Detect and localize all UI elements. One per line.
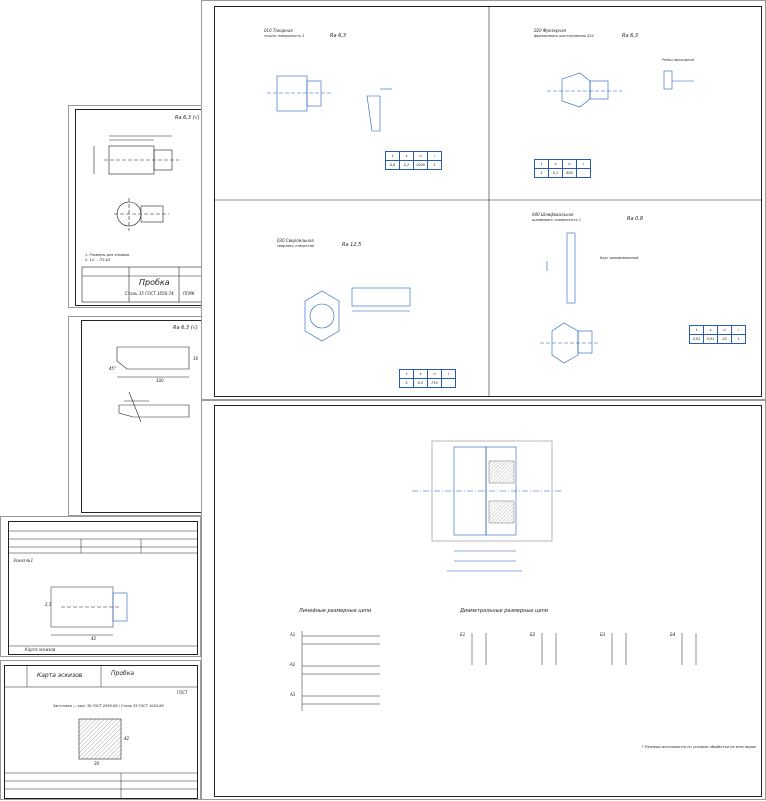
- part-drawing-sheet: Ra 6,3 (√) 1. Размеры для справки 2. 14 …: [68, 105, 211, 308]
- part-note-2: 2. 14 ... IT14/2: [85, 258, 111, 262]
- tool-angle: 45°: [109, 366, 117, 371]
- op1-tolerance: Ra 6,3: [330, 33, 347, 39]
- op1-title: 010 Токарная: [264, 28, 293, 33]
- part-roughness-label: Ra 6,3 (√): [175, 115, 200, 121]
- op2-title: 020 Фрезерная: [534, 28, 566, 33]
- route-op-label: Эскиз №1: [13, 558, 34, 563]
- operations-grid-svg: [214, 6, 762, 397]
- diametral-item-2: Б2: [530, 632, 536, 637]
- diametral-item-3: Б3: [600, 632, 606, 637]
- route-dim-length: 42: [91, 636, 97, 641]
- dim-chains-frame: [214, 405, 762, 797]
- route-card-sheet: Эскиз №1 42 2,5 Карта эскизов: [0, 516, 201, 657]
- blank-card-svg: [4, 665, 198, 799]
- linear-row-3: A3: [290, 692, 296, 697]
- route-card-frame: [8, 521, 198, 655]
- op3-tolerance: Ra 12,5: [342, 242, 362, 248]
- blank-dim-bottom: 30: [94, 761, 100, 766]
- part-note-1: 1. Размеры для справки: [85, 253, 130, 257]
- diametral-item-1: Б1: [460, 632, 466, 637]
- blank-card-doc-code: ГОСТ: [177, 690, 188, 695]
- linear-row-1: A1: [290, 632, 296, 637]
- tool-sheet: Ra 6,3 (√) 100 16 45°: [68, 316, 211, 516]
- tool-dim-h: 16: [193, 356, 199, 361]
- blank-dim-side: 42: [124, 736, 130, 741]
- diametral-chains-title: Диаметральные размерные цепи: [460, 608, 549, 614]
- linear-chains-title: Линейные размерные цепи: [299, 608, 372, 614]
- op4-tolerance: Ra 0,8: [627, 216, 644, 222]
- blank-card-sheet: Карта эскизов Пробка ГОСТ Заготовка — кр…: [0, 660, 201, 800]
- op4-grind-note: Круг шлифовальный: [600, 256, 639, 260]
- op4-title: 040 Шлифовальная: [532, 212, 574, 217]
- dim-chains-svg: [301, 440, 697, 711]
- operations-frame: [214, 6, 762, 397]
- op2-tolerance: Ra 6,3: [622, 33, 639, 39]
- op4-subtitle: шлифовать поверхность 1: [532, 218, 582, 222]
- tool-drawing-svg: [116, 346, 190, 423]
- dim-chains-footnote: * Размеры исполняются по условию обработ…: [642, 745, 756, 749]
- diametral-item-4: Б4: [670, 632, 676, 637]
- part-stamp-code: ПГМК: [183, 291, 195, 296]
- op3-title: 030 Сверлильная: [277, 238, 314, 243]
- tool-roughness-label: Ra 6,3 (√): [173, 325, 198, 331]
- tool-dim-len: 100: [156, 378, 164, 383]
- op2-subtitle: фрезеровать шестигранник S24: [534, 34, 594, 38]
- dim-chains-sheet: Линейные размерные цепи Диаметральные ра…: [201, 400, 766, 800]
- blank-card-title: Карта эскизов: [37, 672, 83, 679]
- operations-sheet: 010 Токарная точить поверхность 1 Ra 6,3…: [201, 0, 766, 400]
- blank-card-part: Пробка: [111, 670, 134, 677]
- blank-card-note: Заготовка — круг 30 ГОСТ 2590-88 / Сталь…: [53, 704, 164, 708]
- linear-row-2: A2: [290, 662, 296, 667]
- part-stamp-material: Сталь 35 ГОСТ 1050-74: [125, 291, 174, 296]
- route-footer: Карта эскизов: [25, 647, 56, 652]
- op1-subtitle: точить поверхность 1: [264, 34, 305, 38]
- op3-subtitle: сверлить отверстие: [277, 244, 315, 248]
- route-dim-small: 2,5: [45, 602, 52, 607]
- route-card-svg: [8, 530, 198, 647]
- part-stamp-title: Пробка: [139, 278, 170, 287]
- op2-tool-note: Резец проходной: [662, 58, 694, 62]
